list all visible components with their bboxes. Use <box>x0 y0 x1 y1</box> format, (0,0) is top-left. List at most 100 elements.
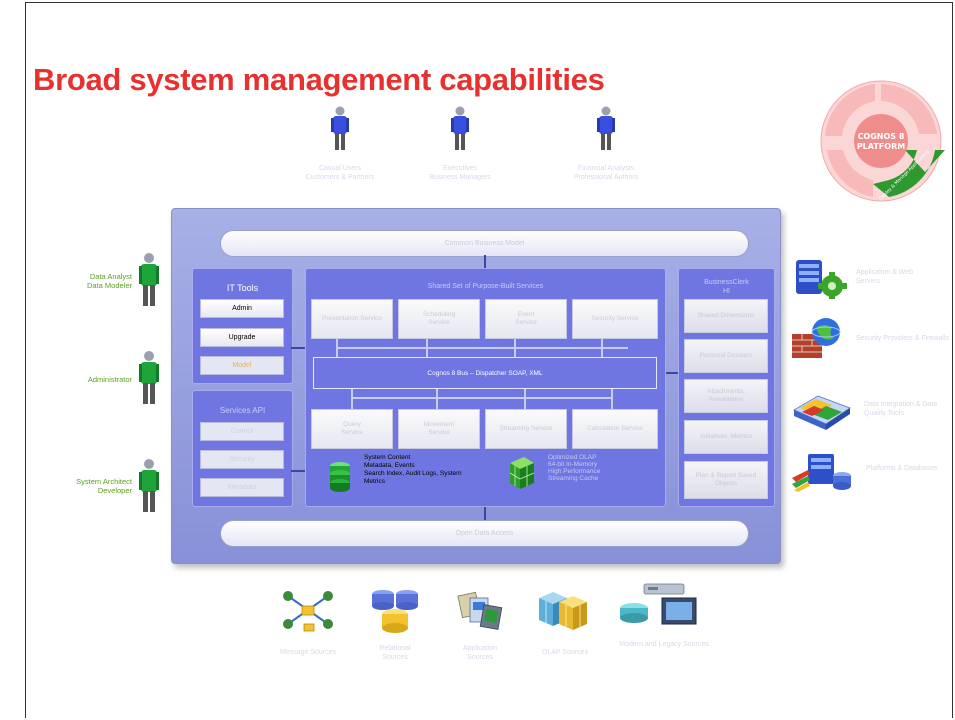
user-system-architect-line2: Developer <box>97 486 132 495</box>
query-service-line1: Query <box>343 421 361 428</box>
attachments-line1: Attachments, <box>707 388 745 395</box>
right-system-security: Security Providers & Firewalls <box>786 316 952 364</box>
globe-firewall-icon <box>792 318 841 358</box>
message-sources-icon <box>283 591 333 632</box>
plan-report-line1: Plan & Report Saved <box>695 472 757 479</box>
event-service-line2: Service <box>515 319 537 326</box>
slide-title: Broad system management capabilities <box>33 62 605 97</box>
person-icon <box>331 106 349 150</box>
relational-db-icon <box>372 590 418 633</box>
connector <box>351 397 613 399</box>
metadata-button[interactable]: Metadata <box>200 478 284 497</box>
connector <box>601 339 603 357</box>
streaming-service-label: Streaming Service <box>499 425 553 432</box>
event-service-line1: Event <box>517 311 535 318</box>
it-tools-panel: IT Tools Admin Upgrade Model <box>192 268 293 384</box>
relational-line2: Sources <box>382 654 408 661</box>
user-administrator-line1: Administrator <box>87 375 132 384</box>
right-system-app-servers: Application & Web Servers <box>790 254 950 302</box>
person-icon <box>597 106 615 150</box>
content-line3: Search Index, Audit Logs, System <box>364 470 462 477</box>
platforms-databases-label: Platforms & Databases <box>866 465 938 472</box>
user-financial-line2: Professional Authors <box>573 174 639 181</box>
connector <box>524 389 526 409</box>
database-icon <box>330 462 350 492</box>
content-line2: Metadata, Events <box>364 462 415 469</box>
source-relational: Relational Sources <box>355 582 435 662</box>
connector <box>514 339 516 357</box>
model-button[interactable]: Model <box>200 356 284 375</box>
content-line1: System Content <box>364 454 411 461</box>
message-sources-label: Message Sources <box>279 649 337 656</box>
security-providers-label: Security Providers & Firewalls <box>856 335 949 342</box>
right-system-platforms: Platforms & Databases <box>790 448 950 496</box>
movement-service-line1: Movement <box>423 421 455 428</box>
user-casual-line1: Casual Users <box>318 165 361 172</box>
cognos-platform-badge: COGNOS 8 PLATFORM Deploy & Manage Applic… <box>820 80 945 202</box>
security-service: Security Service <box>572 299 658 339</box>
connector <box>611 389 613 409</box>
user-casual-line2: Customers & Partners <box>305 174 375 181</box>
common-business-model-bar: Common Business Model <box>220 230 749 257</box>
badge-center-line2: PLATFORM <box>857 142 905 151</box>
user-system-architect: System Architect Developer <box>40 456 166 516</box>
presentation-service: Presentation Service <box>311 299 393 339</box>
admin-button[interactable]: Admin <box>200 299 284 318</box>
connector <box>336 347 338 357</box>
streaming-service: Streaming Service <box>485 409 567 449</box>
modern-legacy-label: Modern and Legacy Sources <box>619 641 709 648</box>
application-line1: Application <box>462 645 498 652</box>
slide-frame <box>25 2 953 718</box>
business-clerk-title-line1: BusinessClerk <box>704 279 749 286</box>
source-modern-legacy: Modern and Legacy Sources <box>604 578 724 658</box>
user-executives: Executives Business Managers <box>420 106 500 186</box>
person-green-icon <box>139 351 159 404</box>
connector <box>436 389 438 409</box>
connector <box>351 389 353 409</box>
services-api-panel: Services API Control Security Metadata <box>192 390 293 507</box>
scheduling-service-line1: Scheduling <box>422 311 456 318</box>
server-gear-icon <box>796 260 847 299</box>
shared-dimensions: Shared Dimensions <box>684 299 768 333</box>
scheduling-service-line2: Service <box>428 319 450 326</box>
connector <box>291 470 305 472</box>
security-service-label: Security Service <box>591 315 639 322</box>
it-tools-title: IT Tools <box>226 283 259 293</box>
app-servers-line1: Application & Web <box>856 269 914 276</box>
olap-sources-icon <box>539 592 587 630</box>
business-clerk-panel: BusinessClerk HI Shared Dimensions Perso… <box>678 268 775 507</box>
plan-report-line2: Objects <box>714 480 738 487</box>
calculation-service: Calculation Service <box>572 409 658 449</box>
shared-dimensions-label: Shared Dimensions <box>697 312 755 319</box>
security-button[interactable]: Security <box>200 450 284 469</box>
presentation-service-label: Presentation Service <box>322 315 382 322</box>
olap-sources-label: OLAP Sources <box>541 649 589 656</box>
user-data-analyst-line2: Data Modeler <box>86 281 132 290</box>
user-data-analyst: Data Analyst Data Modeler <box>40 250 166 310</box>
source-application: Application Sources <box>440 582 520 662</box>
user-executives-line1: Executives <box>443 165 477 172</box>
personal-dossiers-label: Personal Dossiers <box>699 352 753 359</box>
right-system-data-integration: Data Integration & Data Quality Tools <box>790 388 950 436</box>
platforms-databases-icon <box>792 454 851 492</box>
person-green-icon <box>139 253 159 306</box>
movement-service-line2: Service <box>428 429 450 436</box>
upgrade-button[interactable]: Upgrade <box>200 328 284 347</box>
query-service-line2: Service <box>341 429 363 436</box>
content-line4: Metrics <box>364 478 385 485</box>
data-integration-icon <box>792 395 852 430</box>
user-financial-line1: Financial Analysts <box>577 165 635 172</box>
business-clerk-title-line2: HI <box>723 288 730 295</box>
initiatives-metrics-label: Initiatives, Metrics <box>700 433 752 440</box>
olap-line4: Streaming Cache <box>548 475 599 482</box>
person-icon <box>451 106 469 150</box>
olap-line1: Optimized OLAP <box>548 454 597 461</box>
cognos-bus: Cognos 8 Bus – Dispatcher SOAP, XML <box>313 357 657 389</box>
connector <box>336 347 628 349</box>
control-button[interactable]: Control <box>200 422 284 441</box>
user-executives-line2: Business Managers <box>429 174 491 181</box>
